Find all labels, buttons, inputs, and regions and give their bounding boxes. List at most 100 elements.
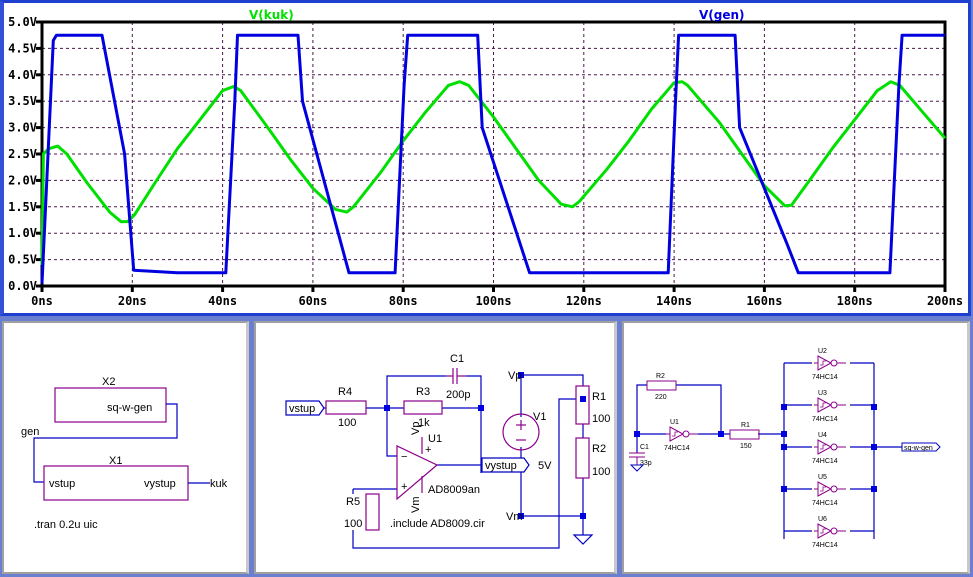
r5-value: 100 <box>344 518 362 530</box>
x-tick-label: 20ns <box>118 294 147 308</box>
generator-wires <box>636 363 902 539</box>
resistor-r5[interactable] <box>365 493 380 531</box>
y-tick-label: 3.5V <box>8 94 37 108</box>
voltage-source-v1[interactable] <box>502 413 540 451</box>
gen-r2-value: 220 <box>655 394 667 401</box>
port-vystup[interactable] <box>481 457 530 473</box>
x-tick-label: 0ns <box>31 294 53 308</box>
y-tick-label: 4.0V <box>8 68 37 82</box>
resistor-r1[interactable] <box>575 385 590 425</box>
v1-value: 5V <box>538 460 552 472</box>
y-tick-label: 4.5V <box>8 41 37 55</box>
schematic-top-level[interactable]: X2 sq-w-gen gen X1 vstup vystup kuk .tra… <box>2 321 249 574</box>
plot-traces <box>40 33 947 284</box>
ground-icon <box>629 464 645 472</box>
y-tick-label: 5.0V <box>8 15 37 29</box>
integrator-wires <box>323 374 584 549</box>
r4-ref: R4 <box>338 386 352 398</box>
schematic-integrator[interactable]: vstup R4 100 R3 1k C1 200p − + + Vp Vm U… <box>254 321 617 574</box>
x2-ref: X2 <box>102 376 115 388</box>
gen-r1-value: 150 <box>740 443 752 450</box>
x2-port-label: sq-w-gen <box>107 402 152 414</box>
y-tick-label: 0.5V <box>8 253 37 267</box>
capacitor-c1[interactable] <box>446 368 466 384</box>
x-tick-label: 40ns <box>208 294 237 308</box>
r1-ref: R1 <box>592 391 606 403</box>
net-label-kuk: kuk <box>210 478 228 490</box>
ground-icon <box>572 534 594 545</box>
y-tick-label: 0.0V <box>8 279 37 293</box>
inverter-ref: U4 <box>818 432 827 439</box>
inverter-ref: U1 <box>670 419 679 426</box>
gen-c1-ref: C1 <box>640 444 649 451</box>
resistor-r2[interactable] <box>575 437 590 479</box>
x-tick-label: 180ns <box>837 294 873 308</box>
inverter-ref: U2 <box>818 348 827 355</box>
legend-v-kuk[interactable]: V(kuk) <box>249 8 294 22</box>
trace-vgen[interactable] <box>40 33 945 284</box>
x-tick-label: 160ns <box>746 294 782 308</box>
port-sq-w-gen-label: sq-w-gen <box>904 445 933 452</box>
opamp-vm-label: Vm <box>410 497 422 514</box>
x1-port-in: vstup <box>49 478 75 490</box>
u1-value: AD8009an <box>428 484 480 496</box>
inverter-u3[interactable]: U3 74HC14 <box>784 390 874 423</box>
y-tick-label: 2.0V <box>8 173 37 187</box>
x1-port-out: vystup <box>144 478 176 490</box>
inverter-u2[interactable]: U2 74HC14 <box>784 348 874 381</box>
x1-ref: X1 <box>109 455 122 467</box>
inverter-ref: U3 <box>818 390 827 397</box>
c1-ref: C1 <box>450 353 464 365</box>
plot-grid <box>42 22 945 286</box>
capacitor-c1[interactable] <box>629 452 645 465</box>
port-vstup[interactable] <box>285 400 325 416</box>
r2-value: 100 <box>592 466 610 478</box>
y-tick-label: 1.5V <box>8 200 37 214</box>
inverter-value: 74HC14 <box>664 445 690 452</box>
opamp-minus: − <box>401 451 407 463</box>
resistor-r4[interactable] <box>325 400 367 415</box>
y-tick-label: 2.5V <box>8 147 37 161</box>
r2-ref: R2 <box>592 443 606 455</box>
x-tick-label: 80ns <box>389 294 418 308</box>
spice-directive-tran[interactable]: .tran 0.2u uic <box>34 519 98 531</box>
inverter-ref: U6 <box>818 516 827 523</box>
x2-block[interactable] <box>54 387 167 423</box>
port-sq-w-gen[interactable] <box>901 442 941 452</box>
x-tick-label: 100ns <box>475 294 511 308</box>
u1-ref: U1 <box>428 433 442 445</box>
gen-r2-ref: R2 <box>656 373 665 380</box>
r5-ref: R5 <box>346 496 360 508</box>
opamp-u1[interactable] <box>396 437 439 501</box>
resistor-r3[interactable] <box>403 400 443 415</box>
legend-v-gen[interactable]: V(gen) <box>699 8 745 22</box>
resistor-r1[interactable] <box>729 429 760 440</box>
x-tick-label: 200ns <box>927 294 963 308</box>
resistor-r2[interactable] <box>646 380 677 391</box>
inverter-u1[interactable]: U1 74HC14 <box>664 419 698 452</box>
r1-value: 100 <box>592 413 610 425</box>
net-label-vm: Vm <box>506 511 523 523</box>
r3-value: 1k <box>418 417 430 429</box>
opamp-vp-plus: + <box>425 444 431 456</box>
inverter-value: 74HC14 <box>812 374 838 381</box>
net-label-gen: gen <box>21 426 39 438</box>
spice-directive-include[interactable]: .include AD8009.cir <box>390 518 485 530</box>
opamp-vp-label: Vp <box>410 422 422 435</box>
port-vystup-label: vystup <box>485 460 517 472</box>
trace-vkuk[interactable] <box>40 80 947 265</box>
gen-c1-value: 33p <box>640 460 652 467</box>
c1-value: 200p <box>446 389 470 401</box>
inverter-value: 74HC14 <box>812 416 838 423</box>
port-vstup-label: vstup <box>289 403 315 415</box>
opamp-plus: + <box>401 481 407 493</box>
inverter-ref: U5 <box>818 474 827 481</box>
y-tick-label: 3.0V <box>8 121 37 135</box>
